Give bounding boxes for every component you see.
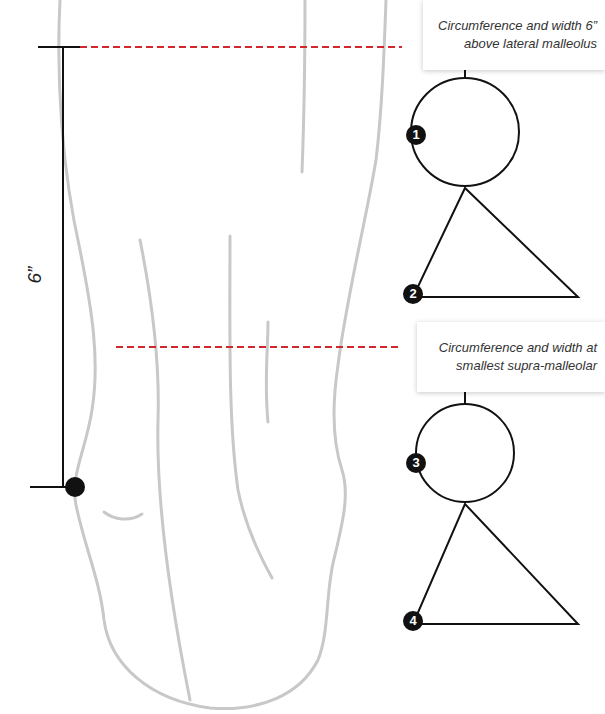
dimension-tick — [38, 46, 80, 48]
circle-outline — [411, 78, 519, 186]
malleolus-dot — [65, 477, 85, 497]
dimension-label: 6” — [24, 266, 46, 283]
section-circle: 1 — [410, 77, 520, 187]
tendon-line — [230, 236, 272, 578]
heading-text: Circumference and width 6” above lateral… — [431, 17, 597, 53]
shape-outline — [415, 403, 515, 503]
connector-line — [464, 70, 466, 77]
heading-box: Circumference and width at smallest supr… — [417, 322, 605, 392]
triangle-outline — [413, 188, 578, 297]
dimension-tick — [30, 486, 70, 488]
level-line — [58, 46, 402, 48]
callout-number: 4 — [403, 611, 423, 631]
tendon-line — [266, 322, 268, 422]
leg-outline — [59, 0, 386, 709]
heading-text: Circumference and width at smallest supr… — [425, 339, 597, 375]
heading-box: Circumference and width 6” above lateral… — [423, 0, 605, 70]
section-circle: 3 — [415, 403, 515, 503]
section-triangle: 2 — [413, 187, 578, 298]
tendon-line — [140, 240, 190, 700]
shape-outline — [410, 77, 520, 187]
level-line — [116, 346, 402, 348]
callout-number: 1 — [406, 125, 426, 145]
callout-number: 3 — [406, 453, 426, 473]
connector-line — [464, 392, 466, 403]
circle-outline — [416, 404, 514, 502]
triangle-outline — [413, 504, 578, 624]
callout-number: 2 — [403, 284, 423, 304]
malleolus-arc — [104, 512, 142, 519]
shape-outline — [413, 187, 578, 298]
shape-outline — [413, 503, 578, 625]
dimension-line — [62, 47, 64, 487]
section-triangle: 4 — [413, 503, 578, 625]
shin-line — [302, 0, 305, 172]
